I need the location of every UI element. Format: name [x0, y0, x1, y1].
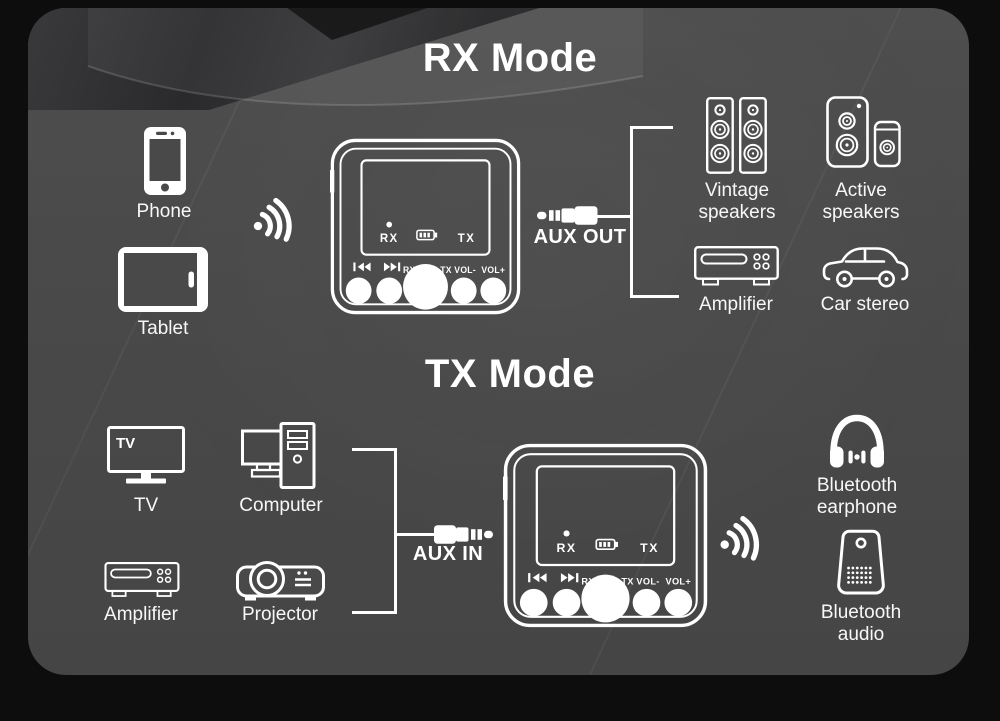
vol-minus-button	[632, 588, 661, 617]
button-rx-label: RX	[403, 265, 415, 275]
phone-label: Phone	[136, 201, 192, 222]
amplifier-label: Amplifier	[104, 604, 178, 625]
mode-button	[581, 574, 630, 623]
next-track-icon	[383, 262, 401, 272]
computer-icon	[241, 422, 316, 489]
rx-output-bracket	[630, 126, 679, 298]
aux-in-cable	[394, 533, 434, 536]
projector-icon	[236, 561, 325, 601]
aux-port-tab	[330, 170, 335, 193]
previous-track-icon	[528, 573, 547, 583]
computer-label: Computer	[239, 495, 323, 516]
vintage-speakers-label: Vintage speakers	[698, 180, 776, 224]
bt-adapter-device: RX TX RX TX VOL- VOL+	[330, 138, 521, 315]
content-panel	[28, 8, 969, 675]
car-stereo-icon	[822, 247, 909, 288]
signal-waves-icon	[720, 515, 760, 561]
projector-label: Projector	[241, 604, 319, 625]
aux-out-cable	[597, 215, 631, 218]
next-button	[552, 588, 581, 617]
signal-waves-icon	[253, 197, 292, 242]
mode-button	[403, 263, 448, 310]
button-tx-label: TX	[440, 265, 452, 275]
device-screen	[360, 159, 491, 256]
screen-rx-label: RX	[380, 233, 399, 245]
vintage-speakers-icon	[706, 97, 767, 174]
tv-icon: TV	[107, 426, 185, 484]
vol-minus-label: VOL-	[636, 576, 659, 586]
vol-plus-label: VOL+	[666, 576, 692, 586]
next-track-icon	[560, 573, 579, 583]
screen-tx-label: TX	[458, 233, 475, 245]
rx-indicator-dot	[563, 530, 570, 537]
bluetooth-earphone-label: Bluetooth earphone	[816, 475, 898, 519]
vol-plus-button	[480, 277, 507, 304]
rx-device: RX TX RX TX VOL- VOL+	[330, 138, 521, 315]
active-speakers-label: Active speakers	[822, 180, 900, 224]
tx-input-bracket	[352, 448, 397, 614]
rx-indicator-dot	[386, 221, 393, 228]
prev-button	[519, 588, 548, 617]
battery-icon	[416, 229, 438, 241]
tablet-label: Tablet	[137, 318, 189, 339]
tv-label: TV	[133, 495, 159, 516]
amplifier-icon	[694, 246, 779, 286]
button-tx-label: TX	[621, 576, 634, 586]
vol-minus-button	[450, 277, 477, 304]
tablet-icon	[118, 247, 208, 312]
bluetooth-audio-label: Bluetooth audio	[820, 602, 902, 646]
bt-adapter-device: RX TX RX TX VOL- VOL+	[503, 443, 708, 628]
phone-icon	[144, 127, 186, 195]
highlight-curve	[87, 8, 644, 107]
bluetooth-audio-icon	[837, 529, 885, 595]
product-photo-corner-decoration	[28, 8, 648, 128]
rx-title: RX Mode	[422, 36, 598, 80]
tx-title: TX Mode	[424, 352, 596, 396]
screen-tx-label: TX	[640, 541, 659, 555]
active-speakers-icon	[826, 96, 901, 168]
tv-icon-text: TV	[116, 435, 135, 452]
aux-in-label: AUX IN	[412, 543, 484, 565]
prev-button	[345, 277, 372, 304]
next-button	[376, 277, 403, 304]
battery-icon	[595, 538, 619, 551]
previous-track-icon	[353, 262, 371, 272]
aux-jack-icon	[434, 525, 493, 544]
vol-plus-button	[664, 588, 693, 617]
amplifier-icon	[104, 562, 180, 597]
device-screen	[535, 465, 676, 567]
car-stereo-label: Car stereo	[820, 294, 910, 315]
tx-device: RX TX RX TX VOL- VOL+	[503, 443, 708, 628]
aux-jack-icon	[537, 206, 598, 225]
amplifier-label: Amplifier	[699, 294, 773, 315]
button-rx-label: RX	[581, 576, 595, 586]
bluetooth-earphone-icon	[830, 414, 884, 468]
aux-port-tab	[503, 476, 508, 500]
aux-out-label: AUX OUT	[533, 226, 627, 248]
screen-rx-label: RX	[556, 541, 576, 555]
vol-minus-label: VOL-	[454, 265, 476, 275]
vol-plus-label: VOL+	[481, 265, 505, 275]
